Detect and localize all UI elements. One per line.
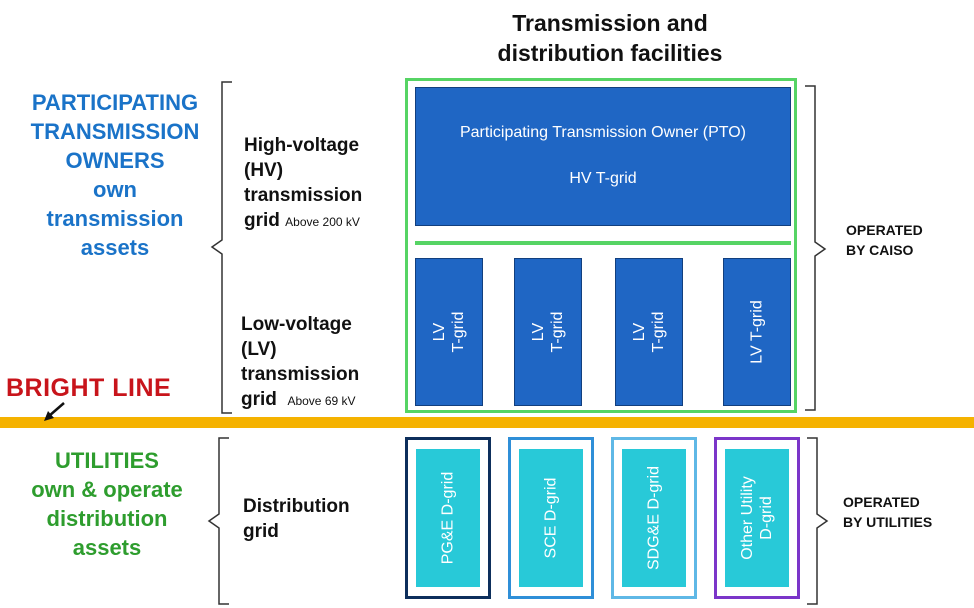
bright-line-label: BRIGHT LINE: [6, 374, 172, 402]
caiso-brace-right: [805, 85, 827, 411]
diagram-title: Transmission and distribution facilities: [497, 10, 723, 66]
pge-d-grid-box: PG&E D-grid: [405, 437, 491, 599]
lv-grid-box-4: LV T-grid: [723, 258, 791, 406]
pto-hv-box: Participating Transmission Owner (PTO) H…: [415, 87, 791, 226]
sdge-d-grid-box: SDG&E D-grid: [611, 437, 697, 599]
lv-grid-label: Low-voltage (LV) transmission grid Above…: [241, 314, 360, 410]
operated-by-caiso-label: OPERATED BY CAISO: [846, 222, 923, 258]
sce-d-grid-box: SCE D-grid: [508, 437, 594, 599]
operated-by-utilities-label: OPERATED BY UTILITIES: [843, 494, 933, 530]
hv-grid-label: High-voltage (HV) transmission grid Abov…: [244, 135, 363, 231]
hv-lv-separator: [415, 241, 791, 245]
transmission-frame: [405, 78, 797, 413]
utilities-owners-label: UTILITIES own & operate distribution ass…: [31, 448, 183, 560]
lv-threshold: Above 69 kV: [287, 394, 356, 408]
utilities-brace-right: [807, 437, 829, 605]
transmission-brace-left: [210, 81, 232, 414]
participating-owners-label: PARTICIPATING TRANSMISSION OWNERS own tr…: [30, 90, 200, 260]
bright-line-bar: [0, 417, 974, 428]
distribution-grid-label: Distribution grid: [243, 496, 350, 542]
distribution-brace-left: [207, 437, 229, 605]
arrow-icon: [44, 402, 65, 421]
hv-threshold: Above 200 kV: [285, 215, 360, 229]
